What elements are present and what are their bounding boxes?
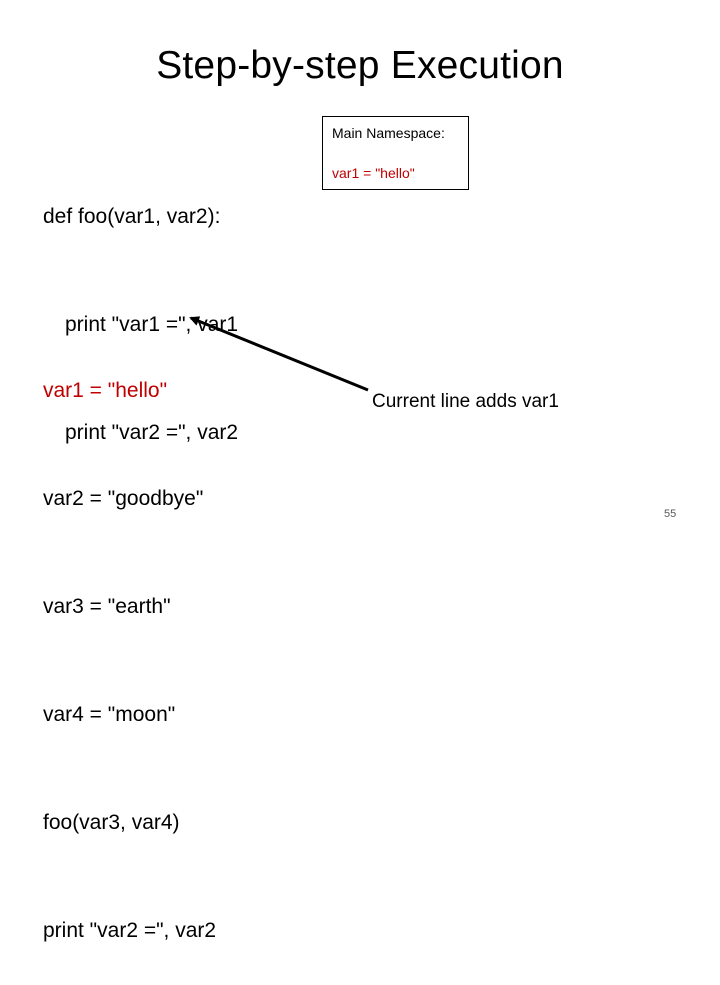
- namespace-box: Main Namespace: var1 = "hello": [322, 116, 469, 190]
- namespace-title: Main Namespace:: [332, 125, 445, 141]
- code-line: var3 = "earth": [43, 595, 171, 618]
- code-line: var4 = "moon": [43, 703, 176, 726]
- function-header: def foo(var1, var2):: [43, 205, 221, 228]
- function-body-line: print "var2 =", var2: [65, 421, 239, 444]
- namespace-entry: var1 = "hello": [332, 165, 415, 181]
- annotation-text: Current line adds var1: [372, 391, 559, 412]
- code-line: var2 = "goodbye": [43, 487, 204, 510]
- current-code-line: var1 = "hello": [43, 379, 168, 402]
- main-program: var1 = "hello" var2 = "goodbye" var3 = "…: [43, 301, 216, 985]
- code-line: foo(var3, var4): [43, 811, 180, 834]
- code-line: print "var2 =", var2: [43, 919, 217, 942]
- slide-title: Step-by-step Execution: [156, 44, 564, 87]
- page-number: 55: [664, 508, 677, 520]
